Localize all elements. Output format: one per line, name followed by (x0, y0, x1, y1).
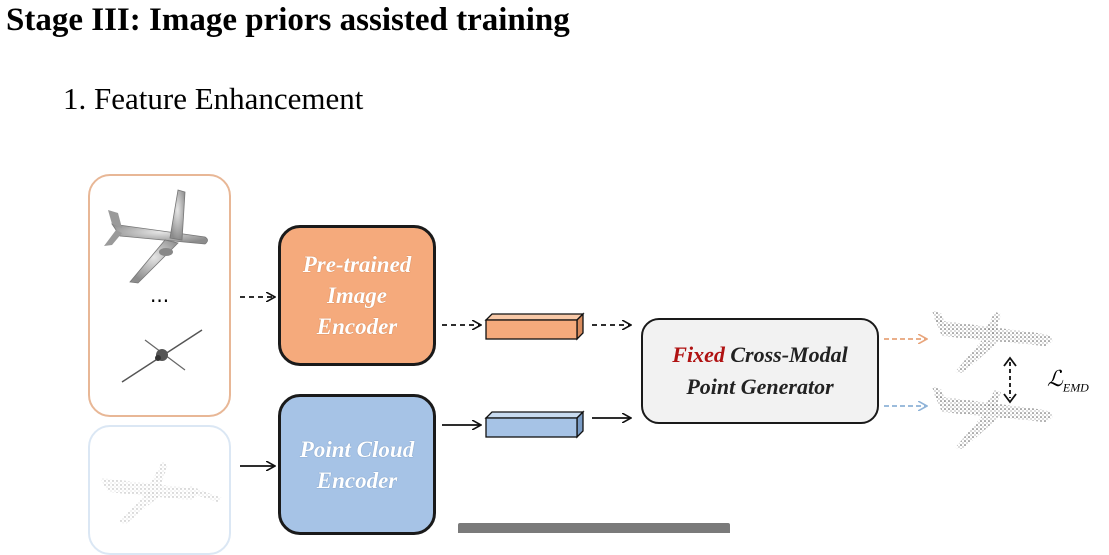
generator-fixed-word: Fixed (672, 342, 725, 367)
loss-subscript: EMD (1062, 380, 1089, 395)
image-feature-block (484, 312, 585, 341)
generator-title-line2: Point Generator (686, 374, 834, 399)
airplane-pointcloud-icon (100, 462, 222, 524)
more-images-ellipsis: ... (150, 283, 170, 307)
diagram-graphics (100, 189, 1053, 524)
output-pointcloud-from-image (932, 310, 1053, 373)
emd-loss-label: ℒEMD (1047, 366, 1089, 395)
emd-double-arrow (1003, 356, 1017, 404)
image-encoder-label: Pre-trained Image Encoder (302, 252, 412, 339)
pointcloud-encoder-label: Point Cloud Encoder (299, 436, 415, 493)
image-input-panel (88, 174, 231, 417)
section-subtitle: 1. Feature Enhancement (63, 81, 364, 116)
airplane-image-icon (104, 189, 208, 284)
pointcloud-feature-block (484, 410, 585, 439)
generator-title-rest: Cross-Modal (730, 342, 848, 367)
video-overlay-bar (458, 523, 730, 533)
pointcloud-encoder-box: Point Cloud Encoder (278, 394, 436, 535)
slide-title: Stage III: Image priors assisted trainin… (6, 2, 570, 38)
loss-symbol: ℒ (1047, 366, 1063, 391)
airplane-topview-icon (121, 329, 203, 383)
cross-modal-generator-box: Fixed Cross-Modal Point Generator (641, 318, 879, 424)
generator-title-line1: Fixed Cross-Modal (672, 339, 847, 371)
output-pointcloud-from-pointcloud (932, 386, 1053, 449)
image-encoder-box: Pre-trained Image Encoder (278, 225, 436, 366)
